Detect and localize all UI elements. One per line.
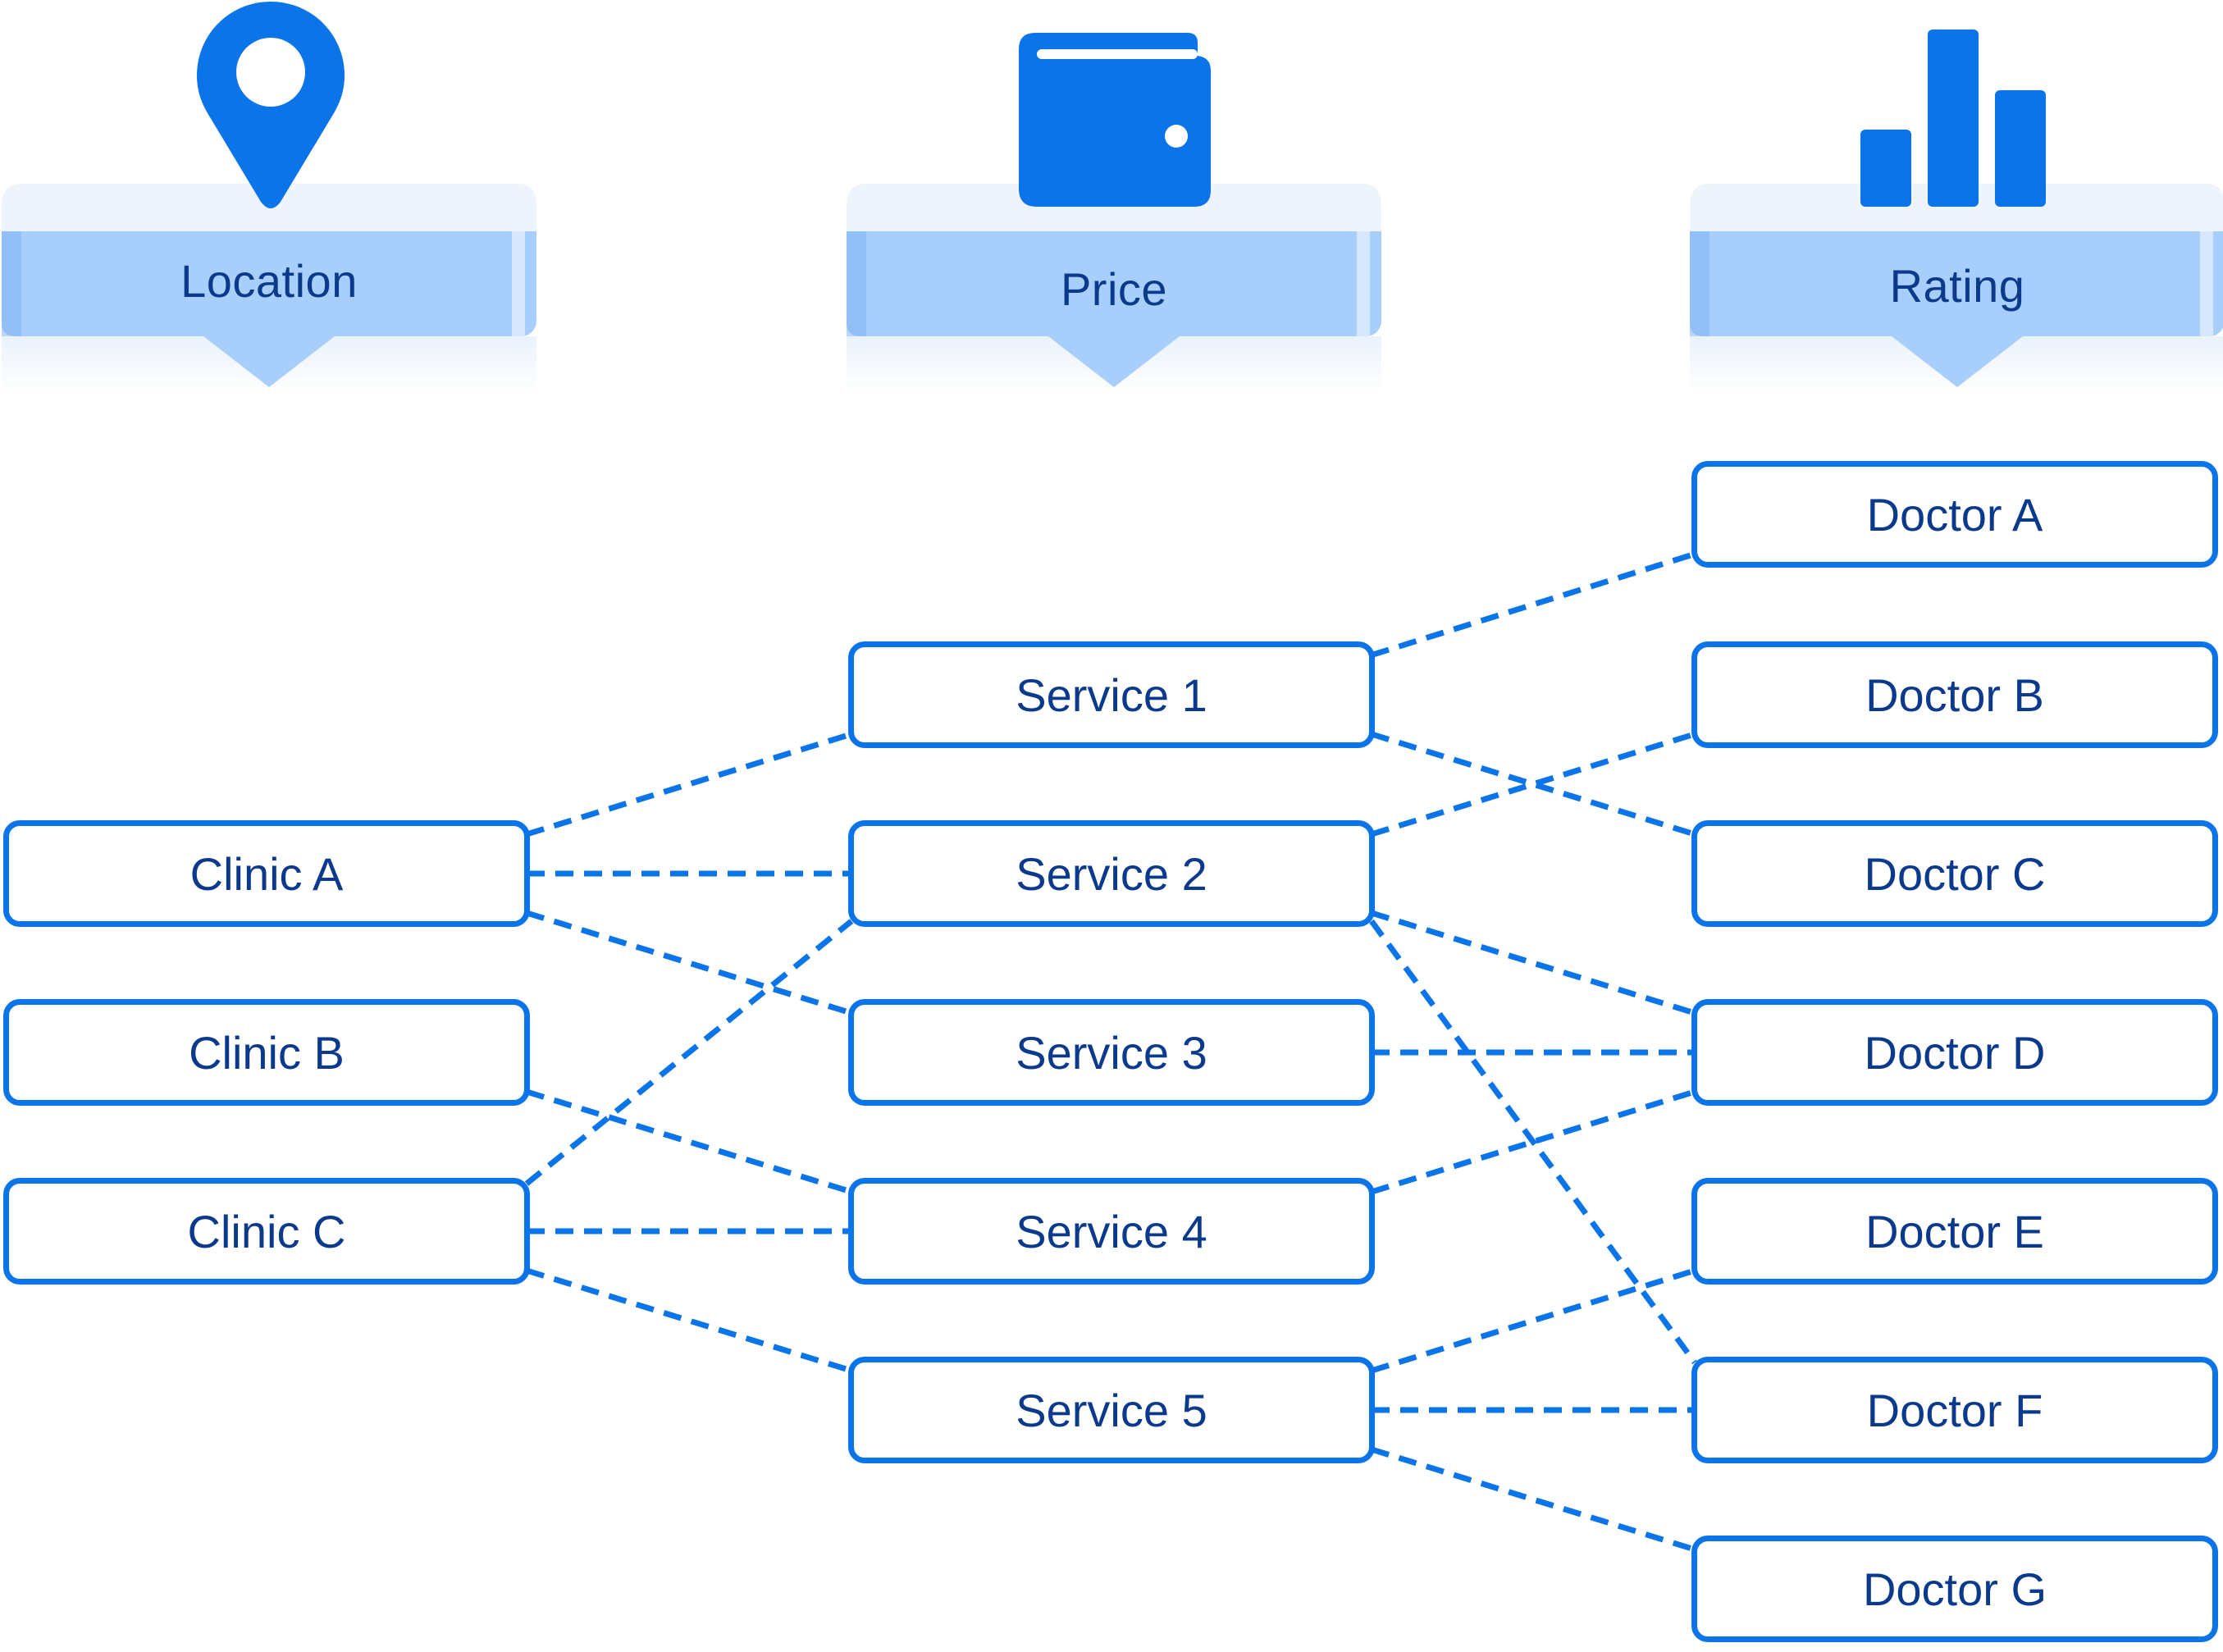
rating-header: Rating [1690,182,2223,395]
map-pin-icon [197,2,345,208]
doctor-g-node: Doctor G [1691,1536,2218,1642]
doctor-c-node: Doctor C [1691,820,2218,927]
doctor-e-node: Doctor E [1691,1178,2218,1285]
connector-clinic-c-to-service-2 [524,919,854,1186]
clinic-b-node: Clinic B [3,999,530,1106]
service-1-node: Service 1 [848,641,1375,748]
service-4-node: Service 4 [848,1178,1375,1285]
service-5-node: Service 5 [848,1357,1375,1463]
connector-service-2-to-doctor-f [1369,919,1697,1365]
doctor-a-node: Doctor A [1691,461,2218,568]
bar-chart-icon [1860,30,2046,207]
connector-service-1-to-doctor-a [1370,551,1696,658]
connector-service-5-to-doctor-e [1370,1267,1696,1374]
service-3-node: Service 3 [848,999,1375,1106]
location-label: Location [180,255,358,307]
price-header: Price [847,182,1381,395]
connector-clinic-a-to-service-1 [525,731,853,837]
wallet-icon [1019,33,1211,207]
doctor-b-node: Doctor B [1691,641,2218,748]
clinic-c-node: Clinic C [3,1178,530,1285]
location-header: Location [2,182,536,395]
rating-label: Rating [1889,260,2025,312]
doctor-f-node: Doctor F [1691,1357,2218,1463]
connector-service-2-to-doctor-d [1370,910,1696,1016]
doctor-d-node: Doctor D [1691,999,2218,1106]
service-2-node: Service 2 [848,820,1375,927]
connector-clinic-c-to-service-5 [525,1267,853,1374]
price-label: Price [1060,263,1168,315]
connector-service-5-to-doctor-g [1370,1446,1696,1553]
clinic-a-node: Clinic A [3,820,530,927]
